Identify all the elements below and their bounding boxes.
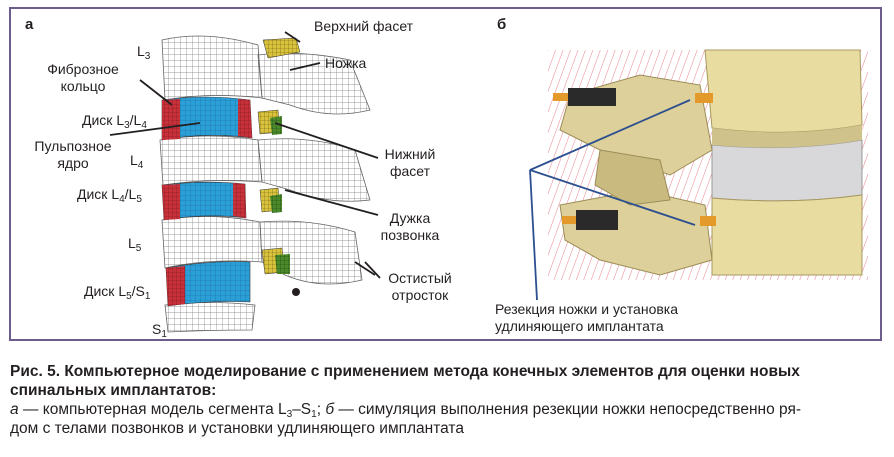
panel-b-callout-lines	[529, 99, 696, 301]
panel-b-letter: б	[497, 16, 507, 33]
facet-L5S1-green	[275, 254, 290, 274]
lower-facet-L3L4-green	[270, 116, 282, 135]
label-disc-L3-L4: Диск L3/L4	[82, 112, 147, 131]
label-fibrous-ring: Фиброзное кольцо	[47, 61, 119, 94]
label-upper-facet: Верхний фасет	[314, 18, 414, 34]
label-vertebral-arch: Дужка позвонка	[380, 210, 440, 243]
figure-caption: Рис. 5. Компьютерное моделирование с при…	[10, 362, 888, 438]
label-S1: S1	[152, 321, 167, 340]
label-disc-L4-L5: Диск L4/L5	[77, 186, 142, 205]
label-pedicle-resection: Резекция ножки и установка удлиняющего и…	[495, 301, 679, 334]
vertebral-column	[159, 35, 371, 333]
label-nucleus-pulposus: Пульпозное ядро	[34, 138, 112, 171]
panel-a-leaders	[109, 31, 381, 279]
marker-dot	[292, 288, 300, 296]
label-lower-facet: Нижний фасет	[384, 146, 436, 179]
label-pedicle: Ножка	[325, 55, 367, 71]
label-L5: L5	[128, 235, 142, 254]
disc-L3-L4	[161, 96, 253, 141]
caption-title: Рис. 5. Компьютерное моделирование с при…	[10, 363, 800, 399]
label-L3: L3	[137, 43, 151, 62]
panel-a-letter: а	[25, 16, 34, 33]
label-L4: L4	[130, 152, 144, 171]
label-spinous-process: Остистый отросток	[388, 270, 452, 303]
implant-simulation-illustration	[548, 49, 868, 280]
caption-body: а — компьютерная модель сегмента L3–S1; …	[10, 401, 802, 437]
facet-L4L5-green	[270, 194, 282, 213]
upper-facet-mesh	[262, 37, 301, 59]
disc-L5-S1	[165, 261, 251, 307]
label-disc-L5-S1: Диск L5/S1	[84, 283, 151, 302]
disc-L4-L5	[161, 181, 247, 221]
